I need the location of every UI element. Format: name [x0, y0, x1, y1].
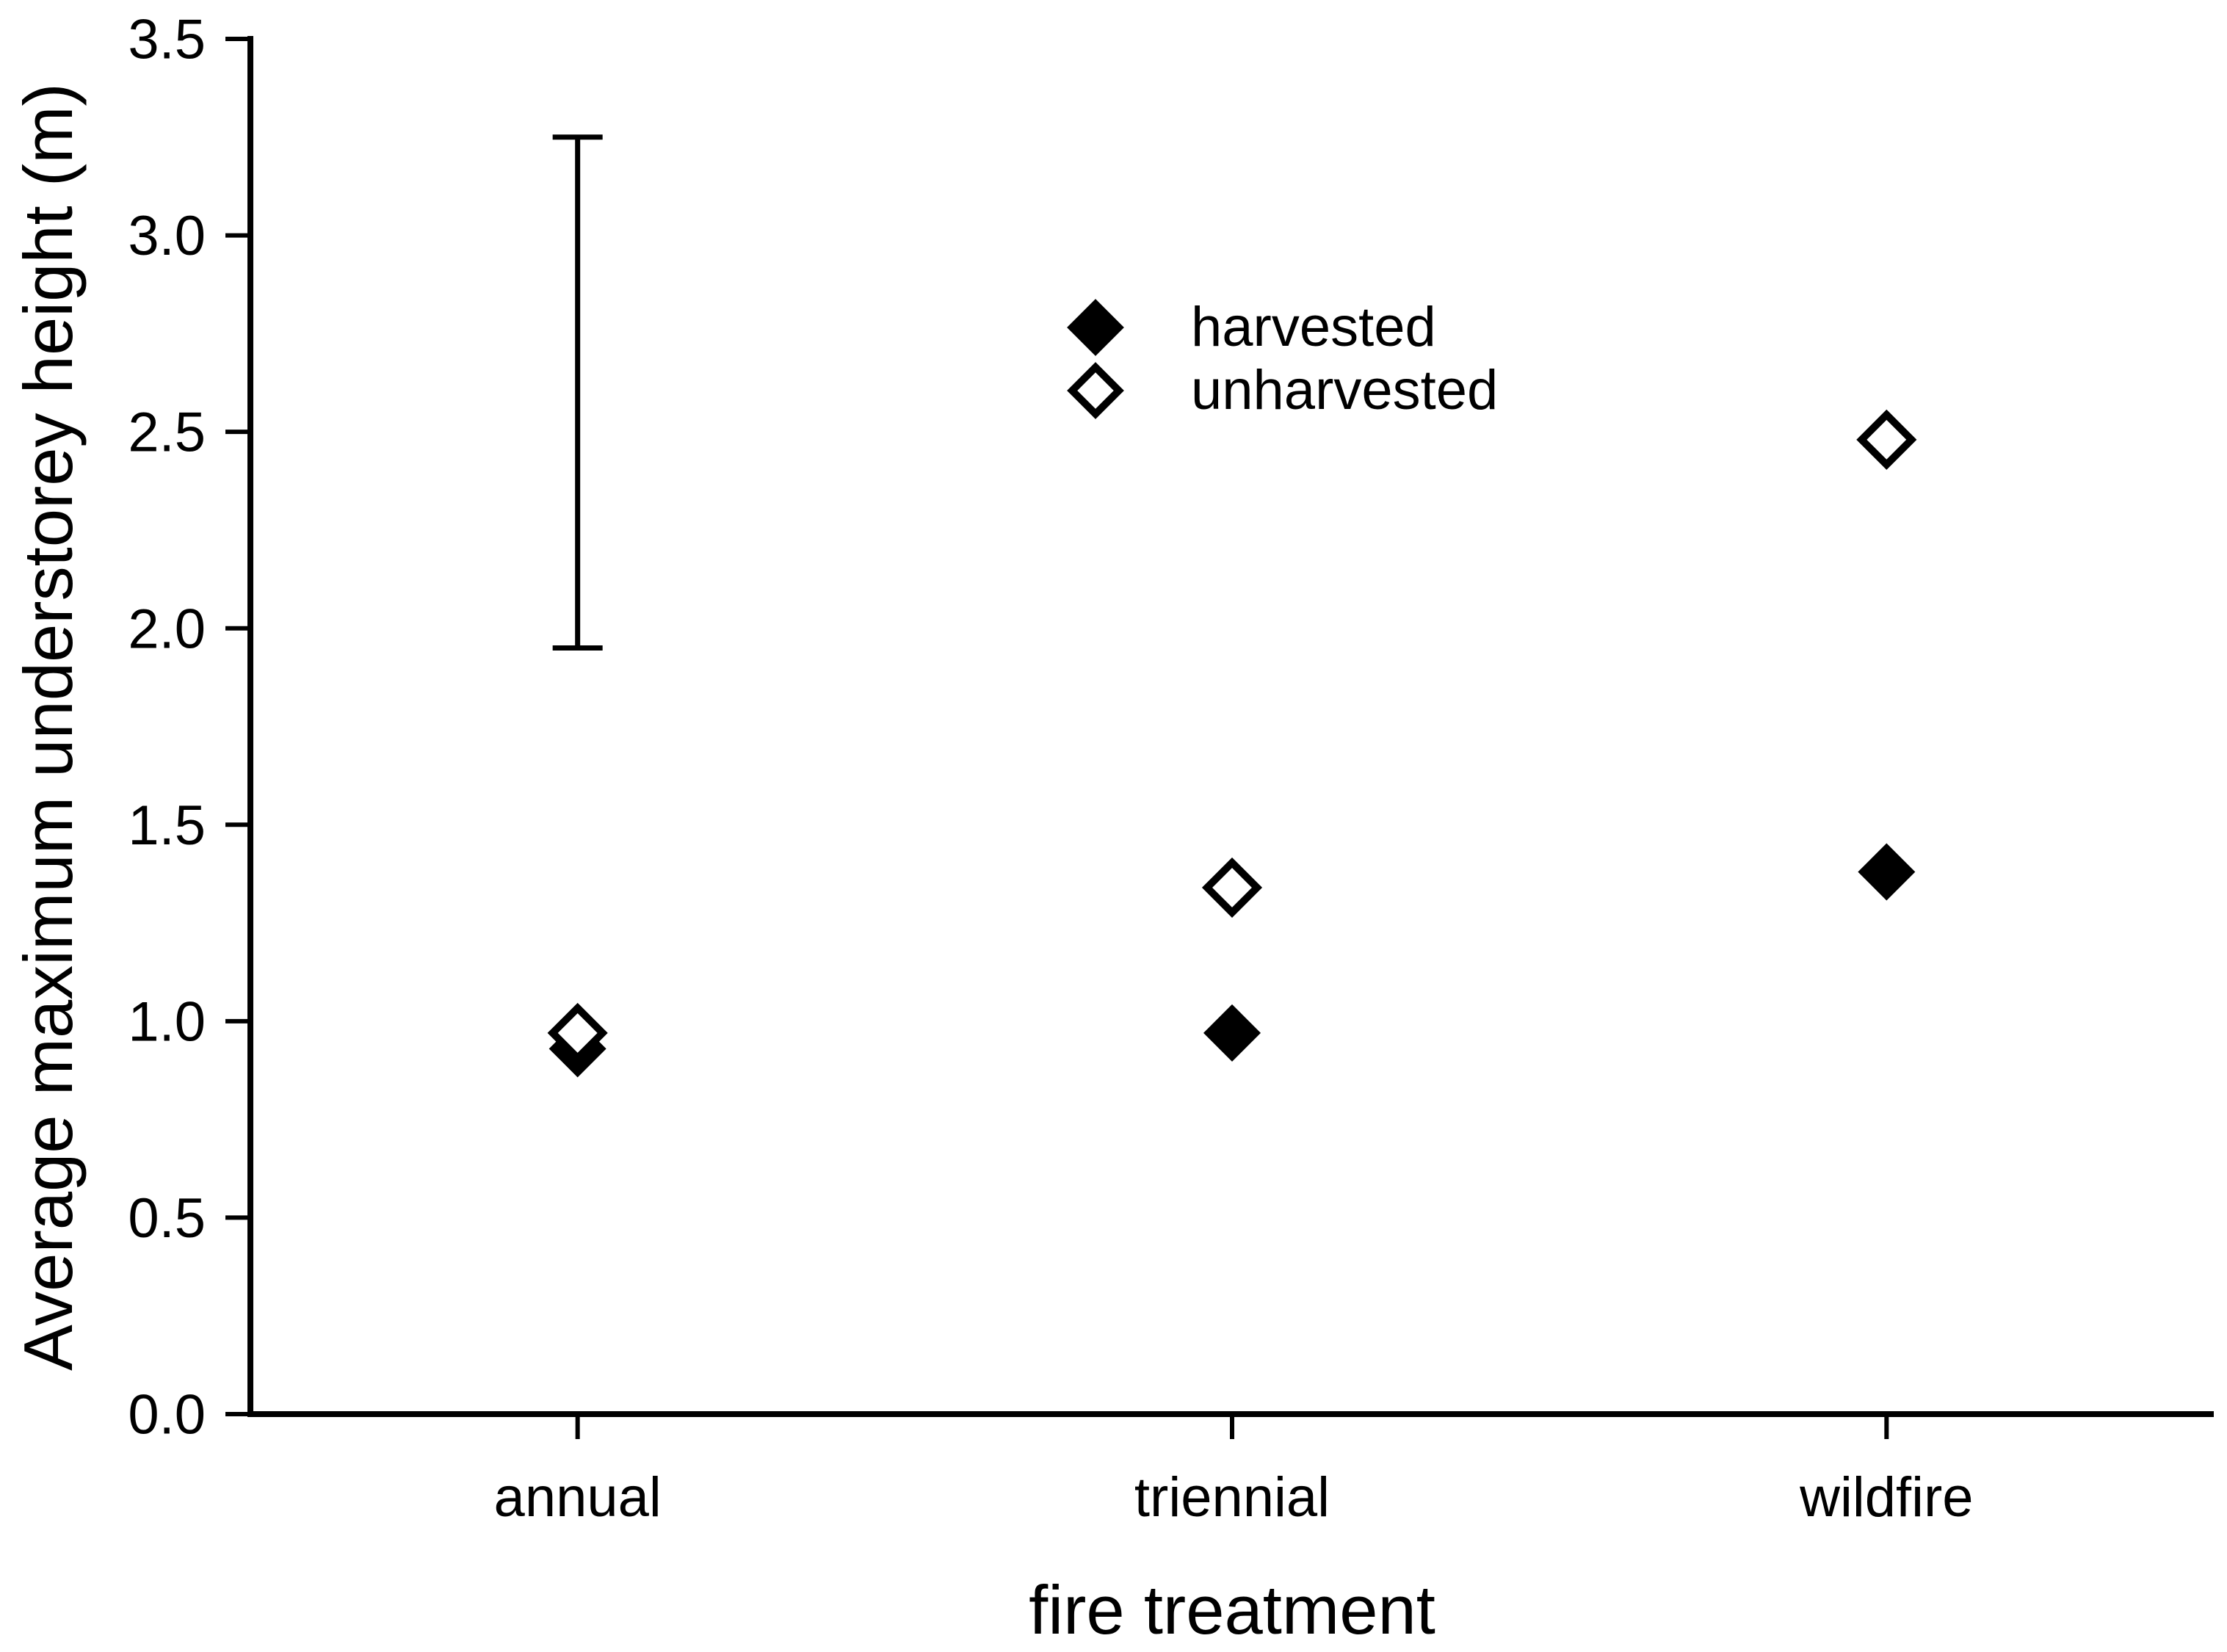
y-tick-label: 2.0 — [128, 598, 206, 660]
data-point-unharvested-annual — [547, 1002, 608, 1063]
data-point-unharvested-triennial — [1201, 857, 1263, 918]
x-tick-label: wildfire — [1799, 1466, 1974, 1529]
data-point-harvested-triennial — [1203, 1004, 1261, 1062]
y-tick-label: 0.0 — [128, 1384, 206, 1446]
y-tick-label: 3.0 — [128, 205, 206, 267]
x-tick-label: triennial — [1134, 1466, 1330, 1529]
data-point-harvested-wildfire — [1858, 843, 1916, 901]
y-tick-label: 1.5 — [128, 794, 206, 857]
legend: harvested unharvested — [1067, 296, 1498, 422]
legend-item-unharvested: unharvested — [1067, 359, 1498, 422]
x-axis-title: fire treatment — [1029, 1571, 1435, 1648]
open-diamond-icon — [1067, 362, 1124, 419]
legend-label-harvested: harvested — [1191, 296, 1436, 358]
filled-diamond-icon — [1067, 299, 1124, 356]
data-point-unharvested-wildfire — [1856, 409, 1917, 470]
y-axis-title: Average maximum understorey height (m) — [10, 83, 87, 1371]
y-tick-label: 1.0 — [128, 990, 206, 1053]
y-tick-label: 0.5 — [128, 1187, 206, 1250]
legend-label-unharvested: unharvested — [1191, 359, 1499, 421]
y-tick-label: 2.5 — [128, 402, 206, 464]
x-tick-label: annual — [494, 1466, 662, 1529]
legend-item-harvested: harvested — [1067, 296, 1498, 359]
y-tick-label: 3.5 — [128, 9, 206, 71]
